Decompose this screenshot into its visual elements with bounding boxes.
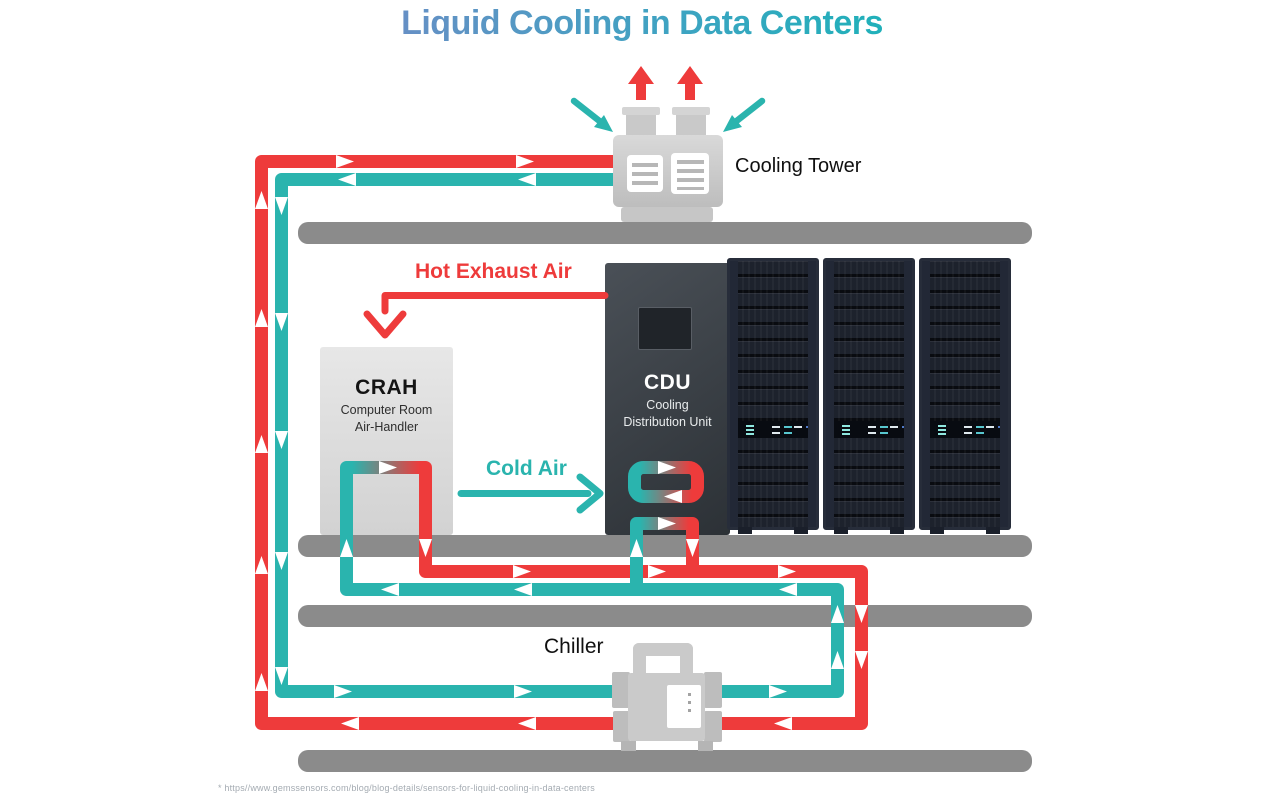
crah-line1: Computer Room xyxy=(340,403,433,417)
server-rack xyxy=(823,258,915,534)
crah-line2: Air-Handler xyxy=(354,420,419,434)
rack-led-panel xyxy=(738,421,808,438)
floor-slab-4 xyxy=(298,750,1032,772)
cooling-tower-chimney-cap xyxy=(622,107,660,115)
floor-slab-2 xyxy=(298,535,1032,557)
panel-dot xyxy=(688,701,691,704)
rack-led-panel xyxy=(930,421,1000,438)
panel-dot xyxy=(688,693,691,696)
cold-air-label: Cold Air xyxy=(486,457,567,480)
rack-rail xyxy=(826,261,834,527)
cooling-tower-chimney xyxy=(626,115,656,135)
chiller-panel xyxy=(667,685,701,728)
rack-foot xyxy=(794,527,808,534)
rack-led-panel xyxy=(834,421,904,438)
cooling-tower-label: Cooling Tower xyxy=(735,155,862,177)
page-title: Liquid Cooling in Data Centers xyxy=(0,4,1284,43)
crah-unit: CRAH Computer Room Air-Handler xyxy=(320,347,453,535)
chiller-port xyxy=(704,711,722,742)
rack-rail xyxy=(922,261,930,527)
cdu-screen xyxy=(638,307,692,350)
rack-foot xyxy=(834,527,848,534)
vent-lines-icon xyxy=(677,160,704,190)
chiller-foot xyxy=(698,741,713,751)
hot-water-pipe-main xyxy=(255,155,868,730)
floor-slab-1 xyxy=(298,222,1032,244)
cdu-line1: Cooling xyxy=(646,398,689,412)
chiller-port xyxy=(704,672,722,708)
rack-rail xyxy=(808,261,816,527)
cooling-tower-chimney xyxy=(676,115,706,135)
floor-slab-3 xyxy=(298,605,1032,627)
rack-rail xyxy=(904,261,912,527)
cooling-tower-base xyxy=(621,207,713,222)
chiller-handle xyxy=(633,643,693,675)
server-rack xyxy=(919,258,1011,534)
cold-water-pipe-main xyxy=(275,173,844,698)
chiller-label: Chiller xyxy=(544,635,604,658)
source-note: * https//www.gemssensors.com/blog/blog-d… xyxy=(218,783,595,793)
cooling-tower-chimney-cap xyxy=(672,107,710,115)
cdu-unit: CDU Cooling Distribution Unit xyxy=(605,263,730,535)
rack-foot xyxy=(930,527,944,534)
cdu-abbr: CDU xyxy=(644,371,691,394)
hot-exhaust-air-label: Hot Exhaust Air xyxy=(415,260,572,283)
chiller-foot xyxy=(621,741,636,751)
panel-dot xyxy=(688,709,691,712)
rack-rail xyxy=(1000,261,1008,527)
crah-abbr: CRAH xyxy=(355,376,418,399)
rack-foot xyxy=(890,527,904,534)
vent-lines-icon xyxy=(632,163,658,185)
rack-foot xyxy=(986,527,1000,534)
chiller-port xyxy=(613,711,630,742)
server-rack xyxy=(727,258,819,534)
chiller-port xyxy=(612,672,630,708)
cdu-line2: Distribution Unit xyxy=(623,415,712,429)
rack-foot xyxy=(738,527,752,534)
rack-rail xyxy=(730,261,738,527)
